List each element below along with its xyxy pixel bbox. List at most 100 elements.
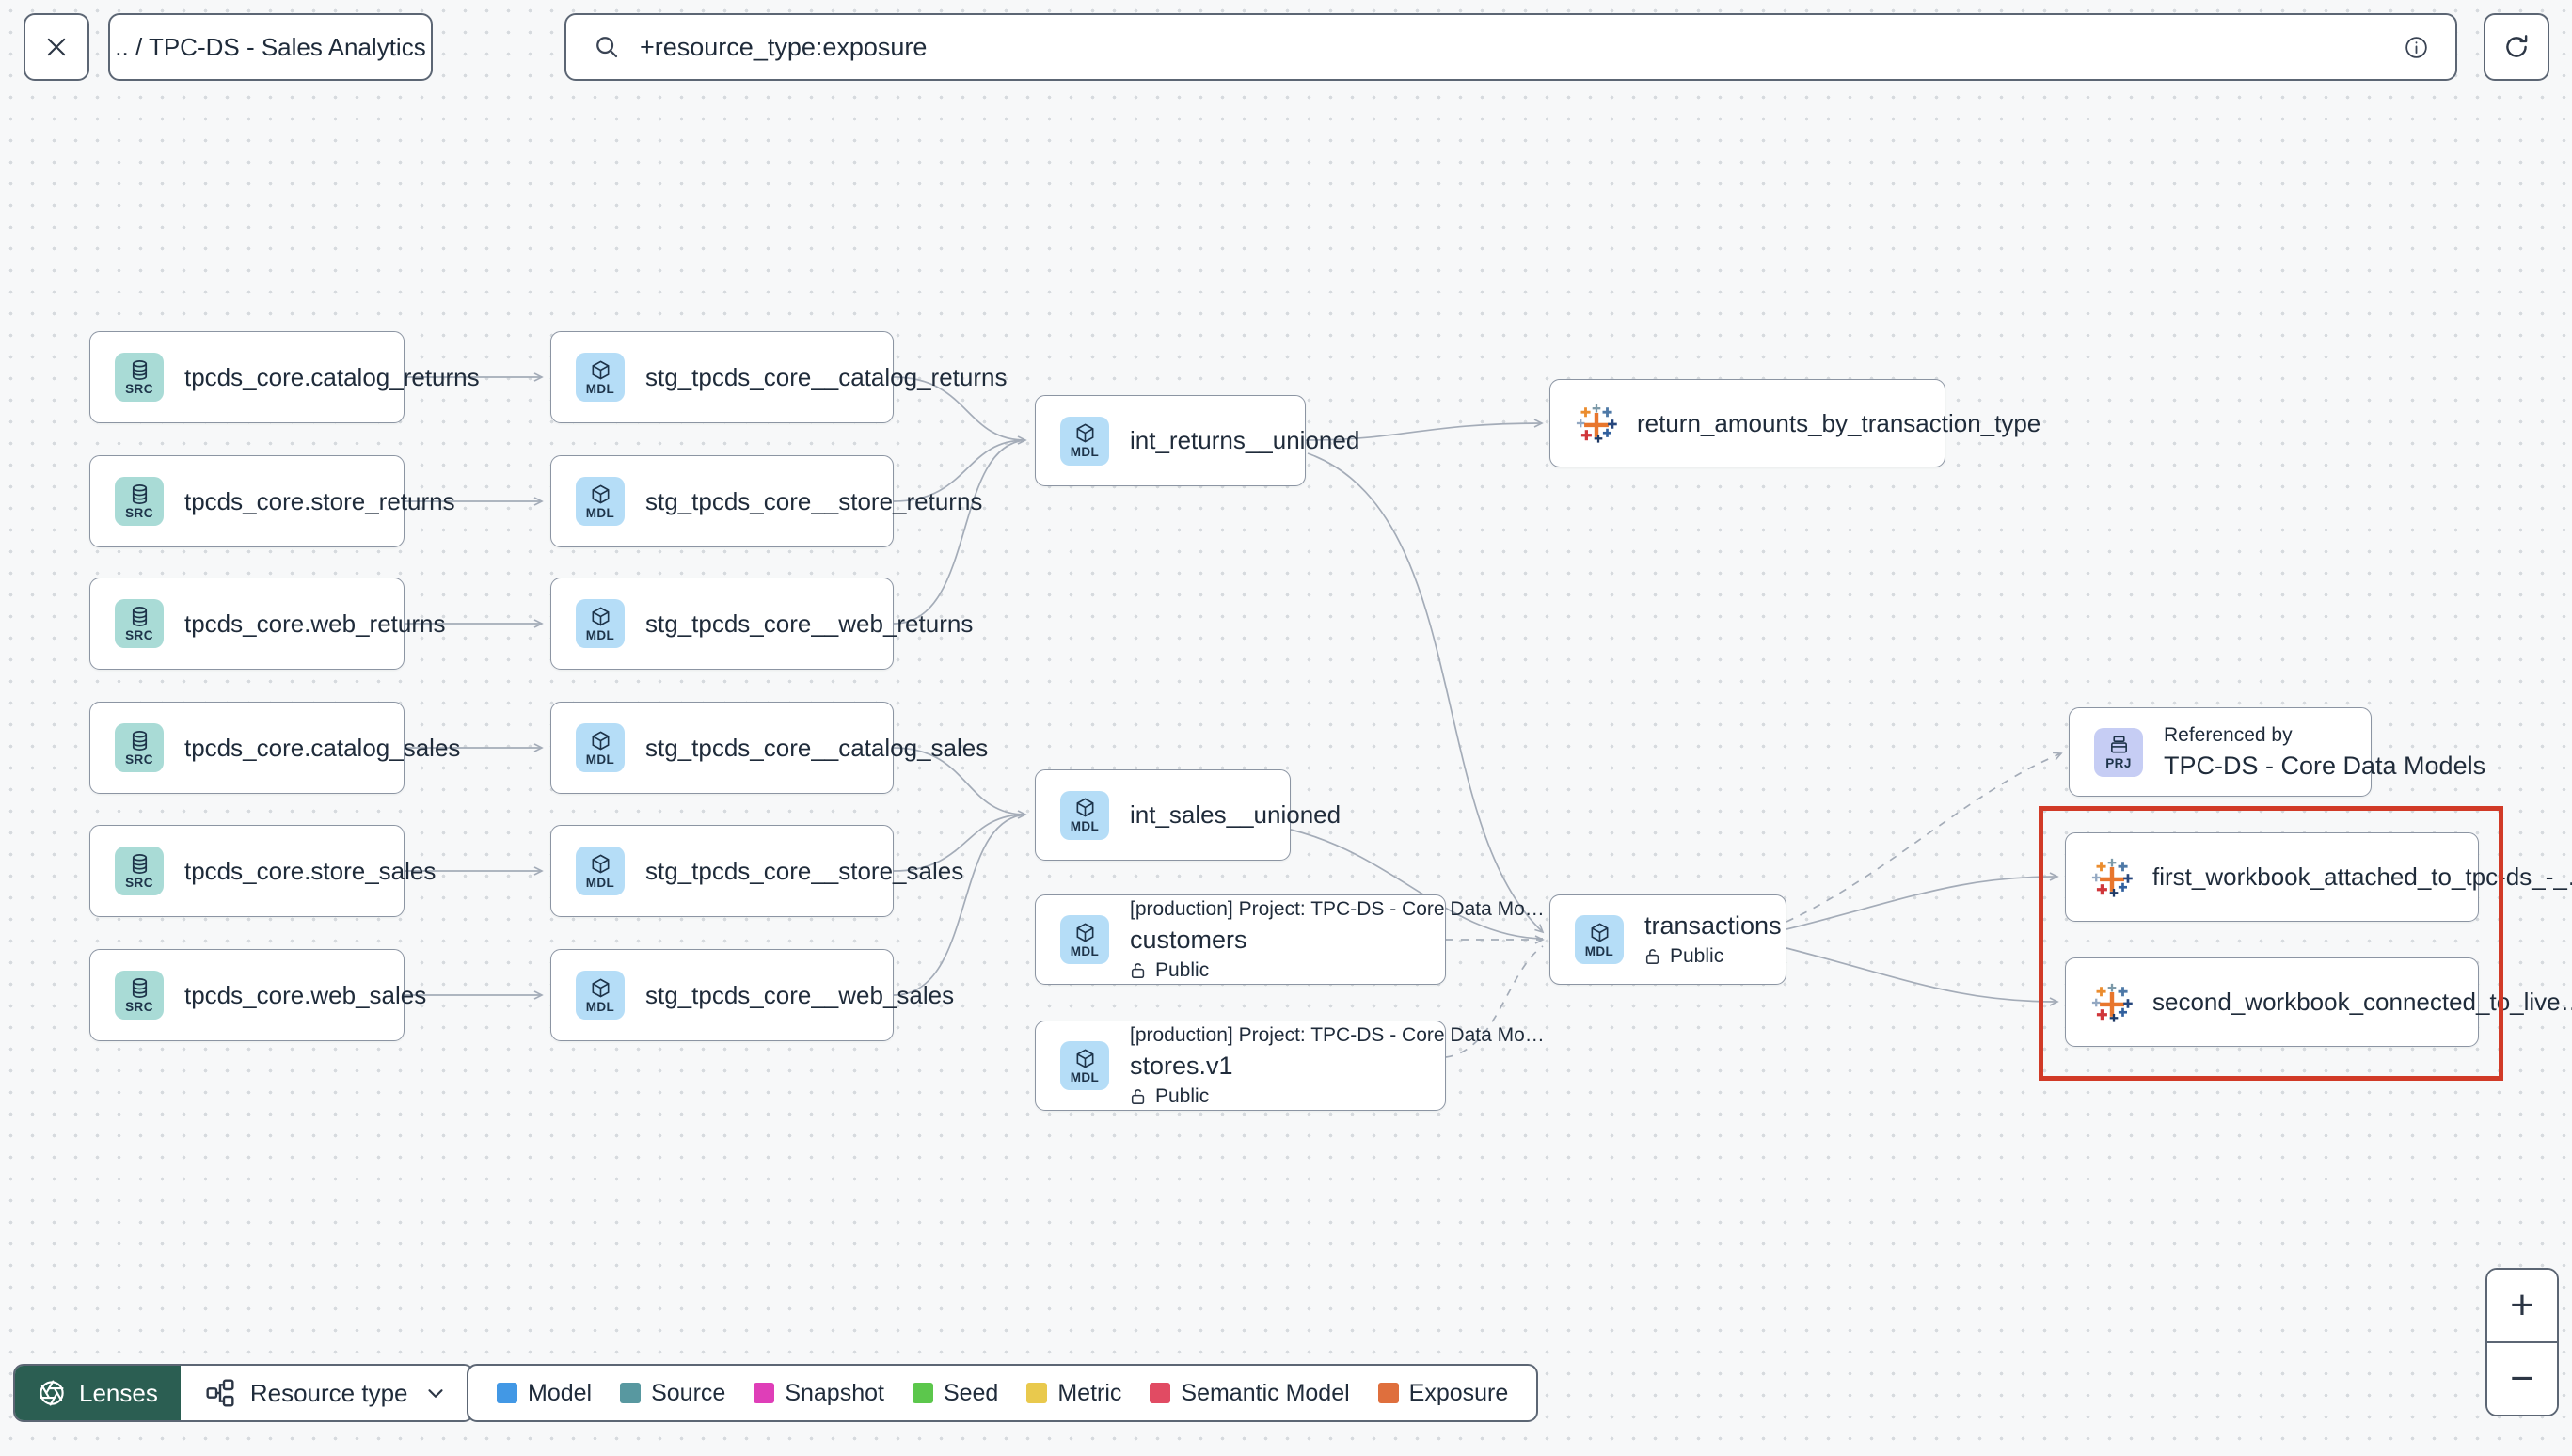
source-color-swatch <box>620 1383 642 1403</box>
tableau-icon <box>1575 402 1618 445</box>
source-node-web-sales[interactable]: SRC tpcds_core.web_sales <box>89 949 426 1041</box>
exposure-node-second-workbook[interactable]: second_workbook_connected_to_live… <box>2065 957 2572 1047</box>
lenses-label: Lenses <box>79 1378 158 1407</box>
node-label: int_returns__unioned <box>1130 426 1360 454</box>
search-input[interactable] <box>638 31 2387 63</box>
search-bar[interactable] <box>564 13 2457 81</box>
model-node-int-returns-unioned[interactable]: MDL int_returns__unioned <box>1035 395 1359 486</box>
model-node-int-sales-unioned[interactable]: MDL int_sales__unioned <box>1035 769 1341 861</box>
model-node-stg-web-sales[interactable]: MDL stg_tpcds_core__web_sales <box>550 949 954 1041</box>
model-badge: MDL <box>1060 1041 1109 1090</box>
model-node-customers[interactable]: MDL [production] Project: TPC-DS - Core … <box>1035 894 1545 985</box>
model-node-stg-store-returns[interactable]: MDL stg_tpcds_core__store_returns <box>550 455 982 547</box>
cube-icon <box>590 606 611 627</box>
node-label: tpcds_core.store_returns <box>184 486 455 515</box>
cube-icon <box>1589 922 1611 943</box>
node-label: stg_tpcds_core__catalog_sales <box>645 733 989 762</box>
legend-item-model: Model <box>497 1380 592 1407</box>
lock-open-icon <box>1130 1087 1147 1106</box>
source-node-store-returns[interactable]: SRC tpcds_core.store_returns <box>89 455 455 547</box>
database-icon <box>129 606 151 627</box>
model-badge: MDL <box>1060 790 1109 840</box>
database-icon <box>129 483 151 505</box>
node-label: stg_tpcds_core__catalog_returns <box>645 362 1008 391</box>
node-label: stg_tpcds_core__web_returns <box>645 609 974 638</box>
semantic-model-color-swatch <box>1150 1383 1171 1403</box>
node-access: Public <box>1130 959 1545 982</box>
resource-type-label: Resource type <box>249 1378 408 1407</box>
source-node-web-returns[interactable]: SRC tpcds_core.web_returns <box>89 578 445 670</box>
close-button[interactable] <box>24 13 89 81</box>
cube-icon <box>1074 1048 1096 1069</box>
cube-icon <box>1074 422 1096 444</box>
node-label: stg_tpcds_core__store_returns <box>645 486 983 515</box>
zoom-controls: + − <box>2485 1268 2559 1416</box>
hierarchy-icon <box>205 1378 235 1408</box>
source-badge: SRC <box>115 599 164 648</box>
zoom-controls-divider <box>2487 1341 2557 1343</box>
node-access: Public <box>1130 1085 1545 1108</box>
model-node-stg-store-sales[interactable]: MDL stg_tpcds_core__store_sales <box>550 825 963 917</box>
metric-color-swatch <box>1026 1383 1048 1403</box>
breadcrumb[interactable]: .. / TPC-DS - Sales Analytics <box>108 13 433 81</box>
source-badge: SRC <box>115 971 164 1020</box>
model-node-stg-web-returns[interactable]: MDL stg_tpcds_core__web_returns <box>550 578 973 670</box>
node-project-label: [production] Project: TPC-DS - Core Data… <box>1130 897 1545 920</box>
node-label: tpcds_core.web_sales <box>184 980 427 1009</box>
seed-color-swatch <box>912 1383 933 1403</box>
source-node-store-sales[interactable]: SRC tpcds_core.store_sales <box>89 825 436 917</box>
chevron-down-icon <box>423 1381 448 1405</box>
info-icon[interactable] <box>2404 35 2429 60</box>
resource-type-legend: Model Source Snapshot Seed Metric Semant… <box>467 1364 1539 1422</box>
database-icon <box>129 853 151 875</box>
node-label: tpcds_core.catalog_returns <box>184 362 480 391</box>
project-badge: PRJ <box>2094 727 2143 777</box>
snapshot-color-swatch <box>754 1383 775 1403</box>
search-icon <box>593 33 621 61</box>
breadcrumb-label: .. / TPC-DS - Sales Analytics <box>115 32 426 61</box>
cube-icon <box>1074 797 1096 818</box>
legend-item-snapshot: Snapshot <box>754 1380 884 1407</box>
database-icon <box>129 359 151 381</box>
model-badge: MDL <box>1575 915 1624 964</box>
exposure-node-return-amounts[interactable]: return_amounts_by_transaction_type <box>1549 379 2040 467</box>
lenses-control-group: Lenses Resource type <box>13 1364 474 1422</box>
node-label: stg_tpcds_core__store_sales <box>645 856 964 885</box>
source-badge: SRC <box>115 353 164 402</box>
model-badge: MDL <box>576 723 625 772</box>
source-node-catalog-returns[interactable]: SRC tpcds_core.catalog_returns <box>89 331 480 423</box>
model-node-stg-catalog-sales[interactable]: MDL stg_tpcds_core__catalog_sales <box>550 702 988 794</box>
model-badge: MDL <box>576 971 625 1020</box>
database-icon <box>129 730 151 752</box>
model-node-transactions[interactable]: MDL transactions Public <box>1549 894 1786 985</box>
cube-icon <box>590 359 611 381</box>
aperture-icon <box>38 1379 66 1407</box>
refresh-button[interactable] <box>2484 13 2549 81</box>
lenses-button[interactable]: Lenses <box>15 1366 181 1420</box>
source-node-catalog-sales[interactable]: SRC tpcds_core.catalog_sales <box>89 702 460 794</box>
tableau-icon <box>2090 981 2134 1024</box>
model-node-stg-catalog-returns[interactable]: MDL stg_tpcds_core__catalog_returns <box>550 331 1007 423</box>
zoom-out-button[interactable]: − <box>2487 1343 2557 1415</box>
model-badge: MDL <box>576 477 625 526</box>
project-node-referenced-by[interactable]: PRJ Referenced by TPC-DS - Core Data Mod… <box>2069 707 2485 797</box>
resource-type-dropdown[interactable]: Resource type <box>180 1366 472 1420</box>
database-icon <box>129 977 151 999</box>
exposure-node-first-workbook[interactable]: first_workbook_attached_to_tpc-ds_-_… <box>2065 832 2572 922</box>
model-badge: MDL <box>1060 416 1109 466</box>
zoom-in-button[interactable]: + <box>2487 1270 2557 1341</box>
model-node-stores-v1[interactable]: MDL [production] Project: TPC-DS - Core … <box>1035 1021 1545 1111</box>
node-label: customers <box>1130 925 1247 954</box>
tableau-icon <box>2090 856 2134 899</box>
cube-icon <box>590 853 611 875</box>
model-badge: MDL <box>576 599 625 648</box>
model-badge: MDL <box>576 847 625 895</box>
cube-icon <box>1074 922 1096 943</box>
node-label: tpcds_core.catalog_sales <box>184 733 461 762</box>
referenced-by-label: Referenced by <box>2164 723 2293 746</box>
refresh-icon <box>2501 32 2532 62</box>
exposure-color-swatch <box>1377 1383 1399 1403</box>
node-label: transactions <box>1644 911 1782 940</box>
source-badge: SRC <box>115 477 164 526</box>
